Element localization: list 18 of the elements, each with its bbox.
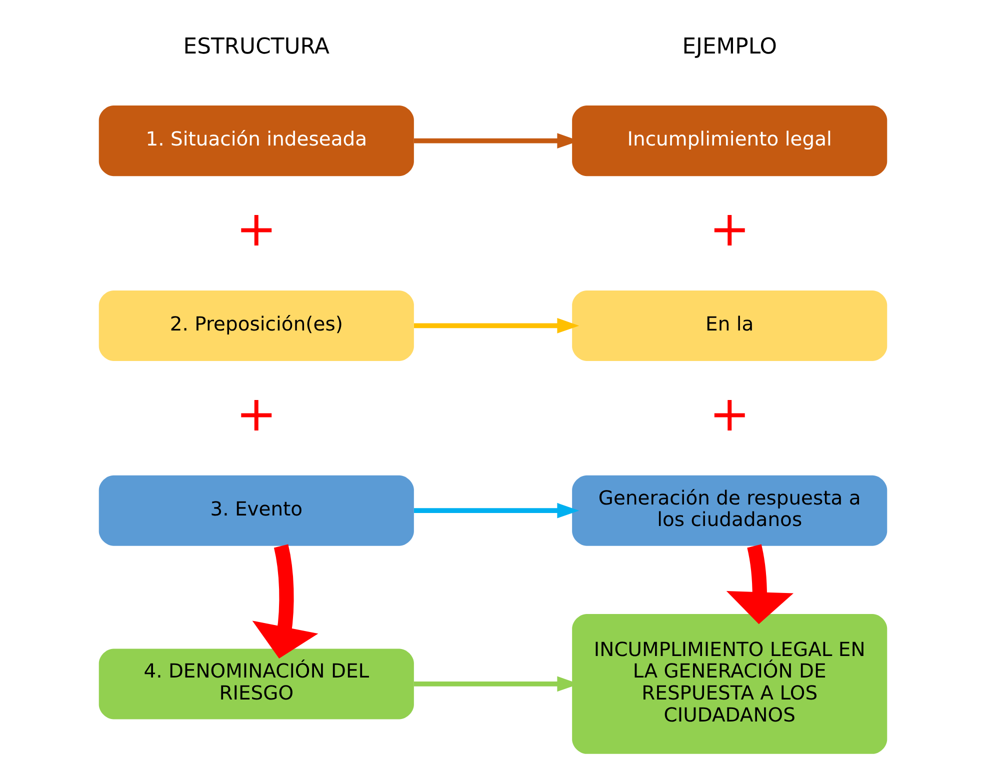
node-box: 1. Situación indeseada — [98, 106, 414, 176]
label: + — [236, 386, 277, 442]
arrow — [726, 544, 794, 624]
node-box: En la — [572, 290, 888, 361]
arrow — [414, 502, 580, 518]
node-box: 3. Evento — [98, 475, 414, 546]
arrow — [414, 318, 580, 334]
label: + — [709, 201, 750, 258]
node-box: 2. Preposición(es) — [98, 290, 414, 361]
label: + — [709, 386, 750, 442]
node-box: Generación de respuesta a los ciudadanos — [572, 475, 888, 546]
label: + — [236, 201, 277, 258]
label: EJEMPLO — [682, 34, 777, 60]
arrow — [252, 544, 318, 659]
label: ESTRUCTURA — [183, 34, 330, 60]
node-box: INCUMPLIMIENTO LEGAL EN LA GENERACIÓN DE RESPUESTA A LOS CIUDADANOS — [572, 614, 888, 754]
node-box: Incumplimiento legal — [572, 106, 888, 176]
node-box: 4. DENOMINACIÓN DEL RIESGO — [98, 648, 414, 720]
